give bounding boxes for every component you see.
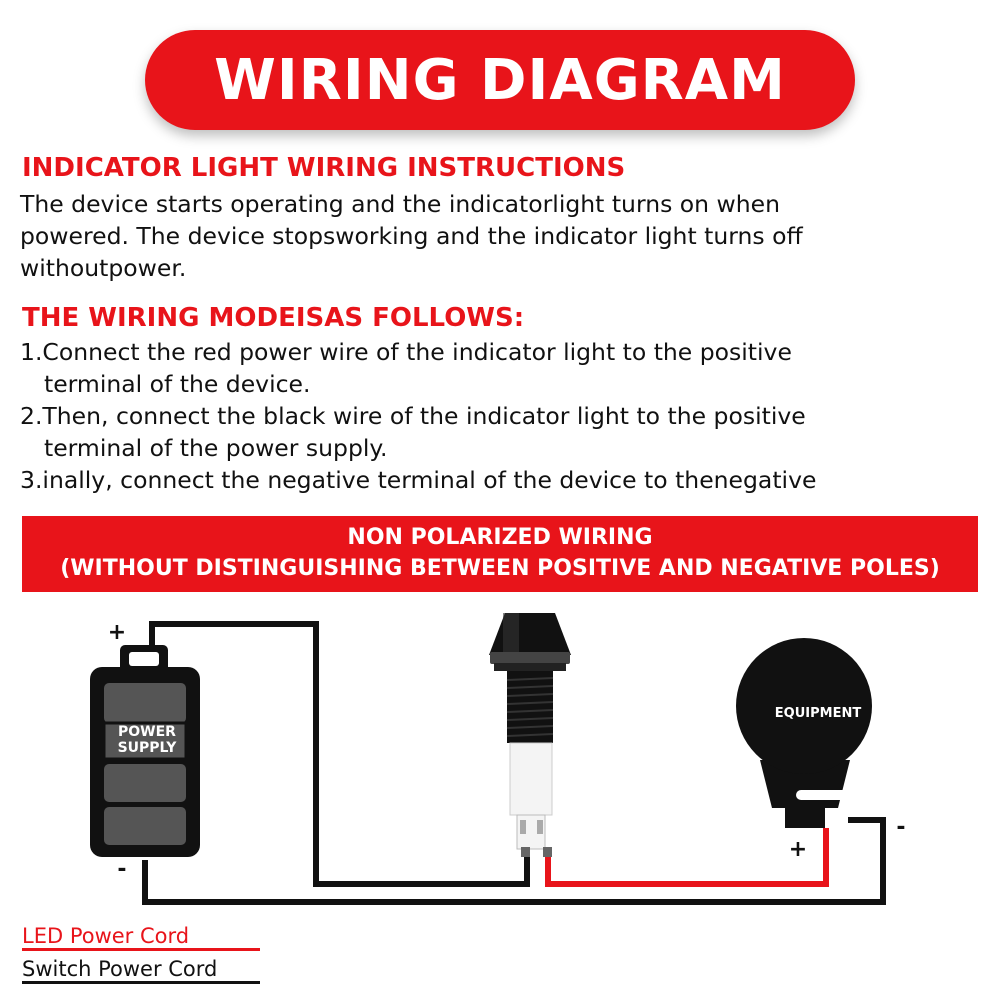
legend-led-line [22,948,260,951]
section1-line: powered. The device stopsworking and the… [20,222,803,250]
banner-line1: NON POLARIZED WIRING [347,525,653,550]
section1-line: withoutpower. [20,254,187,282]
section1-heading: INDICATOR LIGHT WIRING INSTRUCTIONS [22,153,626,183]
battery-label-line2: SUPPLY [118,740,178,756]
wiring-banner: NON POLARIZED WIRING (WITHOUT DISTINGUIS… [22,516,978,592]
step-2-line2: terminal of the power supply. [44,434,388,462]
section1-line: The device starts operating and the indi… [20,190,781,218]
step-2-line1: 2.Then, connect the black wire of the in… [20,402,806,430]
red-wire [545,828,829,887]
equipment-label: EQUIPMENT [775,706,862,721]
step-3-line1: 3.inally, connect the negative terminal … [20,466,817,494]
battery-minus-label: - [117,857,126,882]
steps-list: 1.Connect the red power wire of the indi… [20,336,816,496]
legend-switch-line [22,981,260,984]
battery-label-line1: POWER [118,724,176,740]
legend-led-power-cord: LED Power Cord [22,924,190,948]
equipment-icon: EQUIPMENT [736,638,872,828]
equipment-minus-label: - [896,815,905,840]
section2-heading: THE WIRING MODEISAS FOLLOWS: [22,303,525,333]
step-1-line2: terminal of the device. [44,370,311,398]
banner-line2: (WITHOUT DISTINGUISHING BETWEEN POSITIVE… [60,556,940,581]
black-wire-bottom [142,817,886,905]
page-title: WIRING DIAGRAM [214,47,786,113]
equipment-plus-label: + [789,837,807,862]
step-1-line1: 1.Connect the red power wire of the indi… [20,338,792,366]
section1-paragraph: The device starts operating and the indi… [20,188,803,284]
title-banner: WIRING DIAGRAM [145,30,855,130]
battery-plus-label: + [108,620,126,645]
wiring-diagram: POWER SUPPLY + - EQUIPMENT [90,613,906,905]
battery-icon: POWER SUPPLY [90,645,200,857]
black-wire-top [149,621,530,887]
indicator-light-icon [489,613,571,857]
legend-switch-power-cord: Switch Power Cord [22,957,218,981]
